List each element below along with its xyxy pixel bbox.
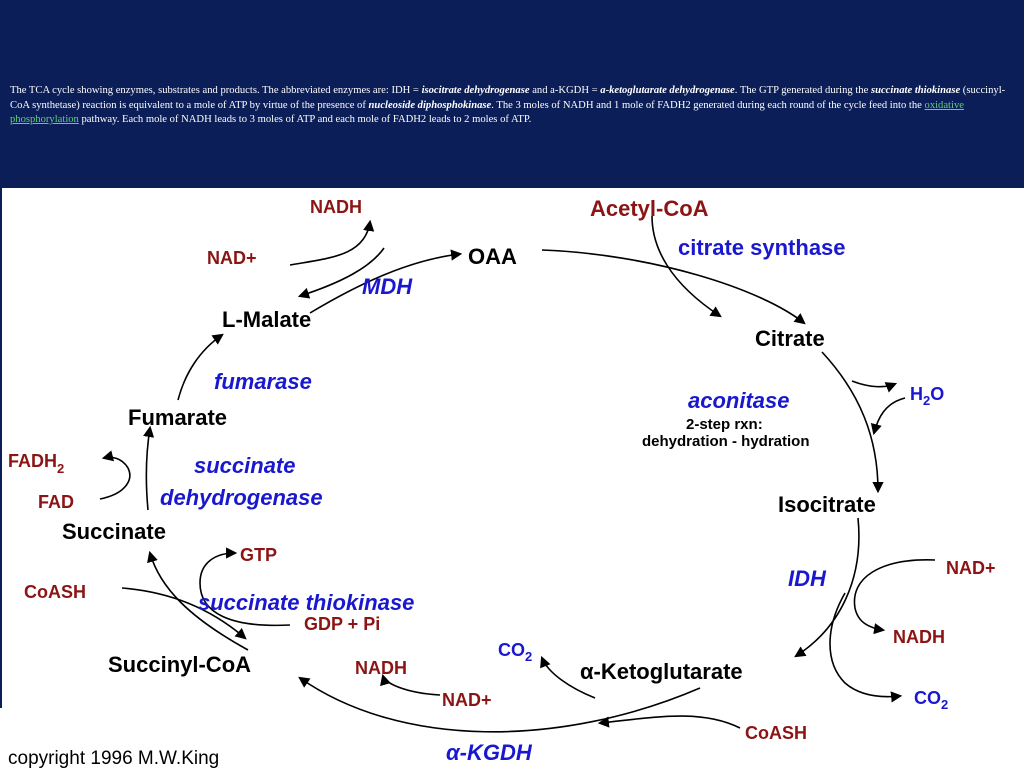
fumarase-label: fumarase bbox=[214, 369, 312, 394]
water-o: O bbox=[930, 384, 944, 404]
gtp-label: GTP bbox=[240, 545, 277, 565]
nad-mdh-label: NAD+ bbox=[207, 248, 257, 268]
fad-to-fadh2-arrow bbox=[99, 450, 131, 500]
nad-to-nadh-idh-arrow bbox=[853, 559, 936, 635]
isocitrate-label: Isocitrate bbox=[778, 492, 876, 517]
water-label: H2O bbox=[910, 384, 944, 408]
coash-release-arrow bbox=[121, 587, 247, 640]
copyright-notice: copyright 1996 M.W.King bbox=[8, 748, 219, 768]
idh-label: IDH bbox=[788, 566, 827, 591]
succinate-thiokinase-label: succinate thiokinase bbox=[198, 590, 414, 615]
fadh2-label: FADH2 bbox=[8, 451, 64, 476]
co2-kgdh-label: CO2 bbox=[498, 640, 532, 664]
fad-label: FAD bbox=[38, 492, 74, 512]
co2-idh-release-arrow bbox=[829, 592, 903, 703]
cycle-arrows bbox=[143, 249, 884, 733]
nad-to-nadh-mdh-arrow bbox=[289, 219, 375, 266]
co2-subscript: 2 bbox=[525, 649, 532, 664]
coash-kgdh-arrow bbox=[597, 715, 741, 729]
fumarate-label: Fumarate bbox=[128, 405, 227, 430]
succinylcoa-to-succinate-arrow bbox=[147, 550, 249, 651]
succinate-label: Succinate bbox=[62, 519, 166, 544]
gdp-pi-label: GDP + Pi bbox=[304, 614, 380, 634]
water-subscript: 2 bbox=[923, 393, 930, 408]
water-cycle-arrow bbox=[851, 380, 898, 393]
nadh-mdh-label: NADH bbox=[310, 197, 362, 217]
left-edge-strip bbox=[0, 188, 2, 708]
gdp-to-gtp-arrow bbox=[199, 547, 291, 627]
co2-kgdh-release-arrow bbox=[540, 655, 596, 699]
caption-emphasis: a-ketoglutarate dehydrogenase bbox=[600, 85, 735, 96]
water-return-arrow bbox=[870, 397, 906, 436]
acetylcoa-input-arrow bbox=[651, 215, 722, 318]
caption-text: . The GTP generated during the bbox=[734, 85, 871, 96]
side-arrows bbox=[99, 215, 936, 729]
nadh-kgdh-label: NADH bbox=[355, 658, 407, 678]
malate-to-oaa-arrow bbox=[309, 249, 463, 314]
caption-emphasis: nucleoside diphosphokinase bbox=[368, 99, 492, 111]
coash-thiokinase-label: CoASH bbox=[24, 582, 86, 602]
isocitrate-to-akg-arrow bbox=[794, 517, 860, 658]
succinate-to-fumarate-arrow bbox=[143, 425, 155, 511]
fumarate-to-malate-arrow bbox=[177, 333, 224, 401]
caption-emphasis: succinate thiokinase bbox=[870, 85, 961, 96]
tca-cycle-diagram: OAA Acetyl-CoA Citrate Isocitrate α-Keto… bbox=[8, 196, 996, 768]
mdh-label: MDH bbox=[362, 274, 413, 299]
metabolite-labels: OAA Acetyl-CoA Citrate Isocitrate α-Keto… bbox=[62, 196, 876, 684]
akg-to-succinylcoa-arrow bbox=[298, 676, 701, 733]
cofactor-labels: NADH NAD+ FADH2 FAD GTP GDP + Pi CoASH N… bbox=[8, 197, 996, 743]
fadh2-main: FADH bbox=[8, 451, 57, 471]
citrate-synthase-label: citrate synthase bbox=[678, 235, 846, 260]
caption-text: (succinyl-CoA synthetase) reaction is eq… bbox=[10, 85, 1006, 111]
caption-text: and a-KGDH = bbox=[529, 85, 601, 96]
citrate-label: Citrate bbox=[755, 326, 825, 351]
oaa-to-citrate-arrow bbox=[541, 249, 806, 325]
citrate-to-isocitrate-arrow bbox=[821, 351, 884, 494]
sdh-label-line1: succinate bbox=[194, 453, 296, 478]
caption-band bbox=[0, 0, 1024, 188]
nad-to-nadh-kgdh-arrow bbox=[380, 673, 441, 696]
acetyl-coa-label: Acetyl-CoA bbox=[590, 196, 709, 221]
co2-subscript: 2 bbox=[941, 697, 948, 712]
caption-emphasis: isocitrate dehydrogenase bbox=[421, 85, 530, 96]
co2-main: CO bbox=[914, 688, 941, 708]
oxidative-phosphorylation-link[interactable]: oxidative phosphorylation bbox=[10, 99, 964, 126]
caption-text: . The 3 moles of NADH and 1 mole of FADH… bbox=[491, 99, 925, 111]
fadh2-subscript: 2 bbox=[57, 461, 64, 476]
nadh-idh-label: NADH bbox=[893, 627, 945, 647]
oaa-label: OAA bbox=[468, 244, 517, 269]
alpha-ketoglutarate-label: α-Ketoglutarate bbox=[580, 659, 743, 684]
water-h: H bbox=[910, 384, 923, 404]
nad-kgdh-label: NAD+ bbox=[442, 690, 492, 710]
aconitase-label: aconitase bbox=[688, 388, 790, 413]
mdh-cofactor-curve bbox=[297, 247, 385, 299]
malate-label: L-Malate bbox=[222, 307, 311, 332]
nad-idh-label: NAD+ bbox=[946, 558, 996, 578]
sdh-label-line2: dehydrogenase bbox=[160, 485, 323, 510]
enzyme-labels: citrate synthase aconitase 2-step rxn: d… bbox=[160, 235, 846, 765]
caption-text: pathway. Each mole of NADH leads to 3 mo… bbox=[78, 114, 532, 126]
co2-idh-label: CO2 bbox=[914, 688, 948, 712]
coash-kgdh-label: CoASH bbox=[745, 723, 807, 743]
aconitase-note-line2: dehydration - hydration bbox=[642, 433, 810, 450]
figure-caption: The TCA cycle showing enzymes, substrate… bbox=[10, 84, 1015, 128]
aconitase-note-line1: 2-step rxn: bbox=[686, 416, 763, 433]
co2-main: CO bbox=[498, 640, 525, 660]
succinyl-coa-label: Succinyl-CoA bbox=[108, 652, 251, 677]
caption-text: The TCA cycle showing enzymes, substrate… bbox=[10, 85, 422, 96]
akgdh-label: α-KGDH bbox=[446, 740, 533, 765]
